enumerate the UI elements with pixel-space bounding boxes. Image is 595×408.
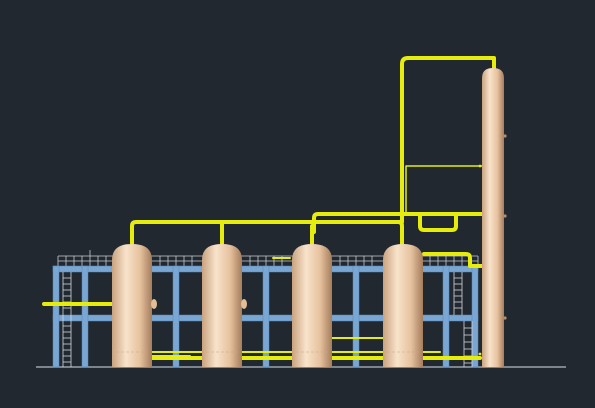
steel-structure <box>52 265 479 368</box>
piping-network <box>42 56 496 360</box>
vessel-4[interactable] <box>383 244 423 367</box>
distillation-column[interactable] <box>478 68 507 367</box>
vessel-1[interactable] <box>112 244 157 367</box>
vessel-3[interactable] <box>292 244 332 367</box>
vessel-2[interactable] <box>202 244 247 367</box>
